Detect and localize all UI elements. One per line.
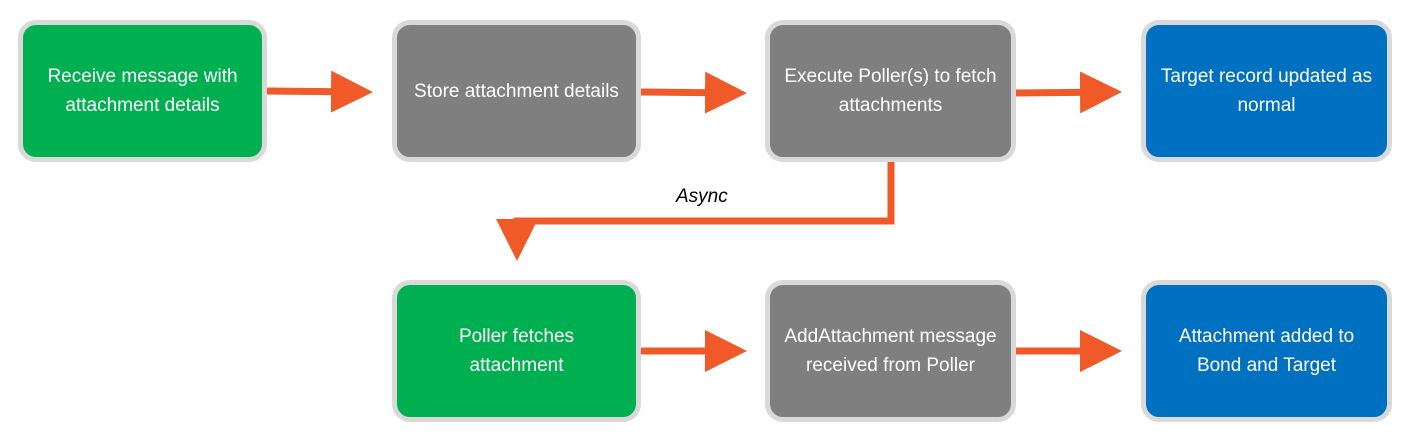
- node-target-updated-label: Target record updated as normal: [1160, 66, 1373, 116]
- node-poller-fetches-label: Poller fetches attachment: [458, 326, 575, 376]
- node-receive-message-label: Receive message with attachment details: [47, 66, 238, 116]
- node-store-details: Store attachment details: [392, 20, 641, 162]
- node-add-attachment-message: AddAttachment message received from Poll…: [765, 280, 1016, 422]
- node-attachment-added: Attachment added to Bond and Target: [1141, 280, 1392, 422]
- node-add-attachment-message-label: AddAttachment message received from Poll…: [784, 326, 997, 376]
- arrow-execute-to-poller-async: [496, 162, 895, 261]
- node-receive-message: Receive message with attachment details: [18, 20, 267, 162]
- arrow-store-to-execute: [640, 71, 747, 114]
- node-target-updated: Target record updated as normal: [1141, 20, 1392, 162]
- node-execute-poller: Execute Poller(s) to fetch attachments: [765, 20, 1016, 162]
- node-poller-fetches: Poller fetches attachment: [392, 280, 641, 422]
- node-store-details-label: Store attachment details: [414, 80, 619, 102]
- node-attachment-added-label: Attachment added to Bond and Target: [1178, 326, 1355, 376]
- edge-label-async: Async: [676, 186, 728, 207]
- arrow-receive-to-store: [266, 70, 373, 113]
- node-execute-poller-label: Execute Poller(s) to fetch attachments: [784, 66, 997, 116]
- arrow-execute-to-target: [1015, 71, 1122, 114]
